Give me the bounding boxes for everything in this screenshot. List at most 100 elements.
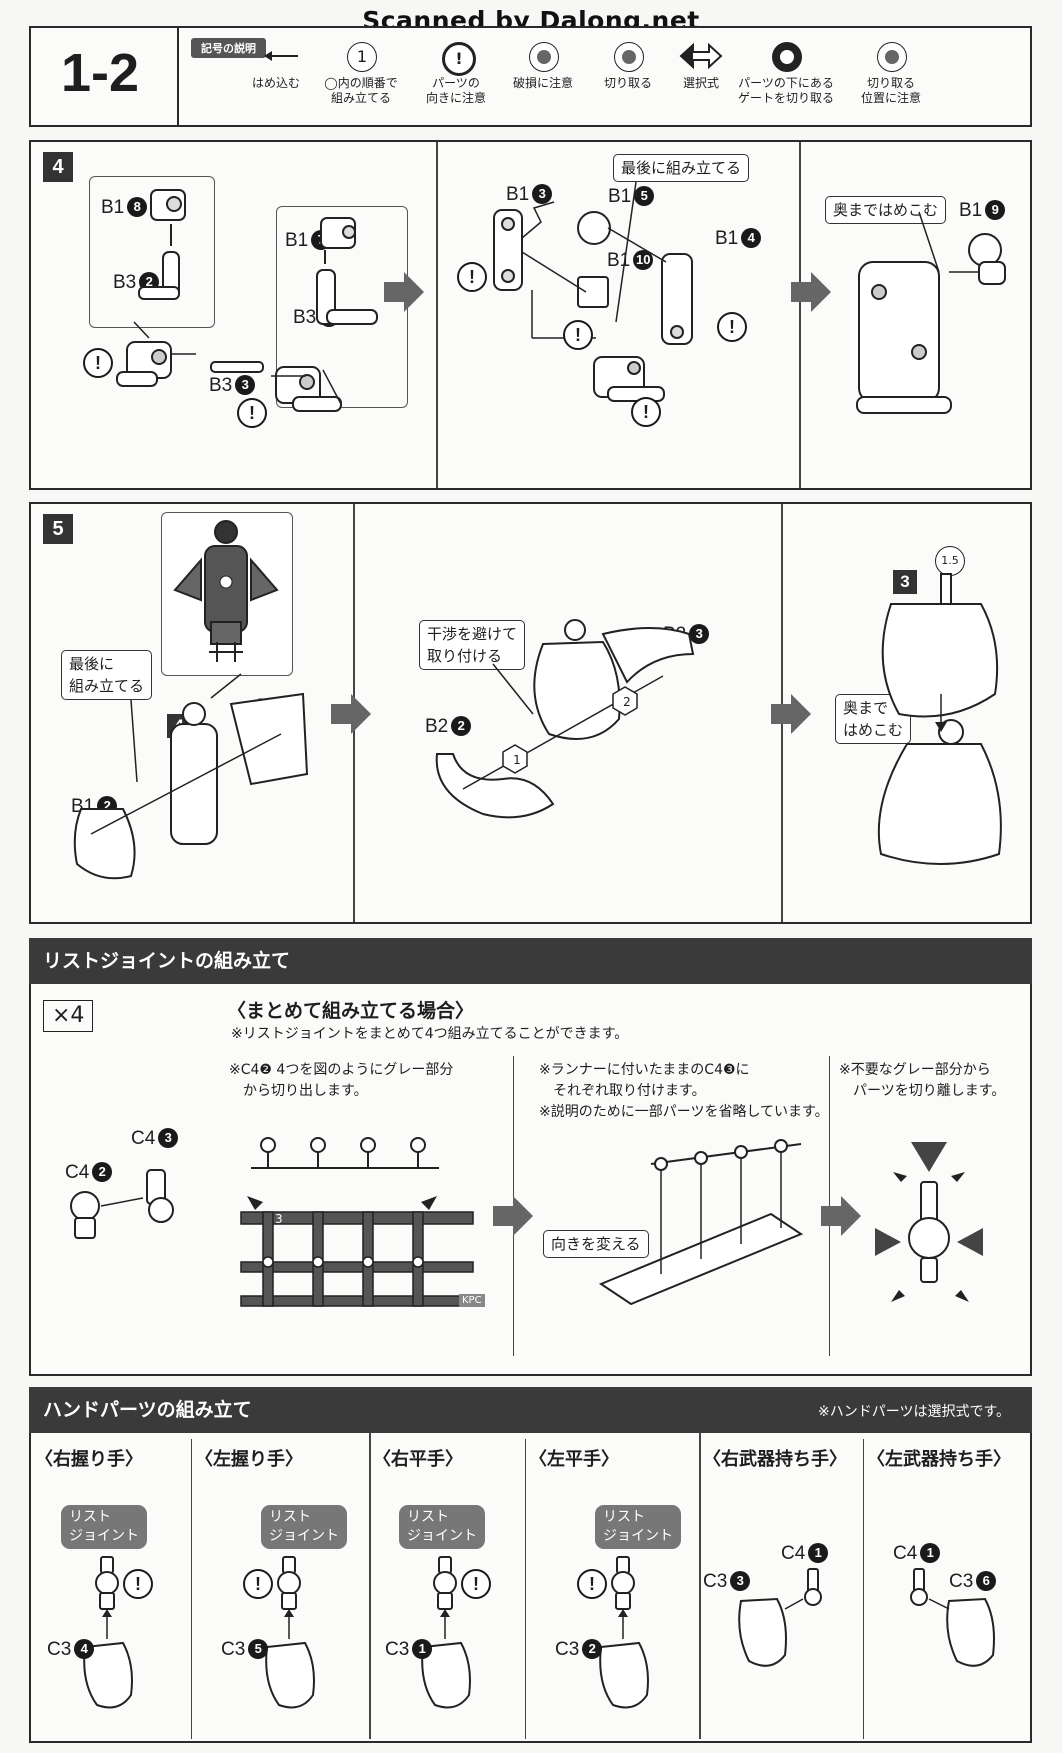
hand-item-title: 〈左握り手〉 [195,1449,303,1470]
warning-icon: ! [83,348,113,378]
step4-divider-2 [799,142,801,488]
torso-core-icon [533,640,621,740]
warning-icon: ! [631,397,661,427]
step-number: 1-2 [61,43,140,103]
wrist-section-title: リストジョイントの組み立て [29,938,1032,984]
gate-cut-icon [772,42,802,72]
legend-label: 破損に注意 [512,76,573,90]
wrist-subnote: ※リストジョイントをまとめて4つ組み立てることができます。 [231,1026,629,1042]
warning-icon: ! [237,398,267,428]
hand-divider [863,1439,864,1739]
callout-avoid: 干渉を避けて 取り付ける [419,620,526,670]
cut-position-icon [877,42,907,72]
step5-parts-drawing-c [877,573,1002,865]
legend-label: 選択式 [682,76,719,90]
order-2: 2 [623,695,631,709]
wrist-note-2: ※ランナーに付いたままのC4❸に それぞれ取り付けます。 ※説明のために一部パー… [539,1062,829,1120]
warning-icon: ! [457,262,487,292]
step4-number: 4 [43,152,73,182]
hand-item-title: 〈右武器持ち手〉 [703,1449,847,1470]
step5-parts-drawing-b [435,619,695,819]
assembled-leg-joint-icon [858,261,940,403]
cut-icon [614,42,644,72]
runner-cut-diagram-icon [240,1137,474,1307]
part-b1-4-icon [661,253,693,345]
header-divider [177,28,179,125]
wrist-hand-assembly-icon [83,1556,133,1709]
frame-assembled-icon [170,723,218,845]
weapon-hand-assembly-icon [910,1568,995,1667]
step5-parts-drawing-a [73,673,309,880]
wrist-box: ×4 〈まとめて組み立てる場合〉 ※リストジョイントをまとめて4つ組み立てること… [29,984,1032,1376]
runner-number: 3 [275,1212,283,1226]
cut-off-diagram-icon [875,1142,983,1302]
part-b2-3-icon [601,627,695,684]
hand-divider [699,1433,701,1739]
step5-number: 5 [43,514,73,544]
upper-torso-icon [881,603,999,718]
step4-subpanel-left [89,176,215,328]
circled-number-icon: 1 [347,42,377,72]
legend-label: パーツの下にある ゲートを切り取る [737,76,834,105]
warning-icon: ! [442,42,476,76]
weapon-hand-assembly-icon [738,1568,822,1667]
warning-icon: ! [243,1569,273,1599]
hand-item-title: 〈右握り手〉 [35,1449,143,1470]
step4-box: 4 B18 B32 B17 B31 B33 [29,140,1032,490]
hand-item-title: 〈右平手〉 [373,1449,463,1470]
part-b3-3-icon [210,361,264,373]
wrist-note-3: ※不要なグレー部分から パーツを切り離します。 [839,1062,1006,1099]
step4-parts-drawing-c [856,211,1006,414]
step4-divider-1 [436,142,438,488]
part-b1-1-icon [229,692,309,786]
sub-step-3: 3 [893,570,917,594]
wrist-joint-tag: リスト ジョイント [399,1505,485,1549]
lower-torso-icon [877,743,1002,865]
warning-icon: ! [563,320,593,350]
runner-tag: KPC [459,1294,485,1307]
flow-arrow-icon [791,272,831,312]
callout-last: 最後に 組み立てる [61,650,153,700]
legend-label: はめ込む [251,76,300,90]
part-b1-3-icon [493,209,523,291]
warning-icon: ! [717,312,747,342]
legend-label: ◯内の順番で 組み立てる [324,76,398,105]
hand-item-title: 〈左武器持ち手〉 [867,1449,1011,1470]
wrist-hand-assembly-icon [421,1556,471,1709]
wrist-joint-tag: リスト ジョイント [61,1505,147,1549]
legend-title: 記号の説明 [191,38,266,58]
wrist-joint-tag: リスト ジョイント [595,1505,681,1549]
hand-section-title: ハンドパーツの組み立て [29,1387,1032,1433]
callout-push: 奥まではめこむ [825,196,947,224]
break-warning-icon [529,42,559,72]
flow-arrow-icon [771,694,811,734]
wrist-note-1: ※C4❷ 4つを図のようにグレー部分 から切り出します。 [229,1062,454,1099]
step5-box: 5 最後に 組み立てる 4 B11 B12 干渉を避 [29,502,1032,924]
part-b1-10-icon [577,276,609,308]
order-1: 1 [513,753,521,767]
hand-item-title: 〈左平手〉 [529,1449,619,1470]
flow-arrow-icon [493,1196,533,1236]
step4-parts-drawing-a [116,189,378,412]
flow-arrow-icon [821,1196,861,1236]
runner-attach-diagram-icon [598,1139,804,1306]
